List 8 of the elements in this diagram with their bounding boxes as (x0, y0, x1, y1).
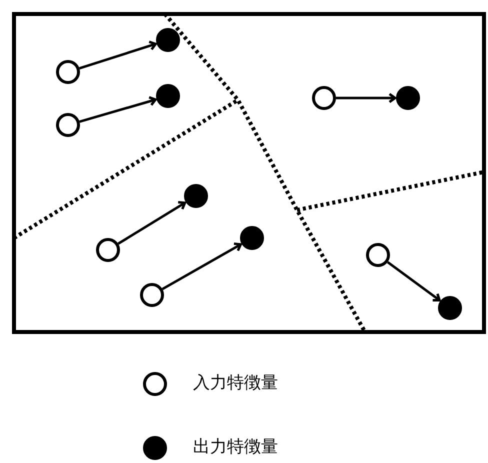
arrow (118, 201, 186, 245)
legend-label: 出力特徴量 (193, 436, 278, 459)
legend-label: 入力特徴量 (193, 372, 278, 395)
arrow (79, 96, 157, 123)
arrow (386, 261, 441, 302)
arrow (336, 92, 396, 104)
arrow (162, 242, 242, 290)
arrow (79, 40, 157, 70)
